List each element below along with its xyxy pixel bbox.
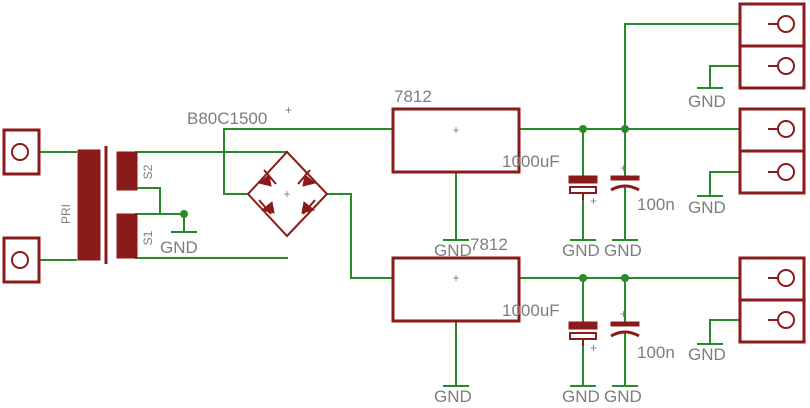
diode-top-right [297, 169, 317, 187]
capacitor-ceramic-upper: + 100n [610, 161, 675, 214]
bridge-label-plus: + [285, 103, 292, 117]
regulator-lower: + 7812 [391, 235, 521, 323]
wire-bridge-right-to-lower-reg [326, 193, 394, 279]
transformer-s2-label: S2 [141, 164, 155, 179]
bridge-plus-mark: + [283, 187, 290, 201]
regulator-upper-plus: + [452, 123, 459, 137]
junction-upper-1 [579, 125, 587, 133]
junction-lower-1 [579, 274, 587, 282]
cap-ceramic-lower-label: 100n [637, 343, 675, 362]
cap-electrolytic-lower-label: 1000uF [502, 301, 560, 320]
gnd-cap-ceramic-upper-label: GND [604, 241, 642, 260]
wire-conn1-gnd [709, 65, 741, 89]
junctions [180, 125, 629, 282]
junction-center-tap [180, 210, 188, 218]
gnd-cap-ceramic-lower-label: GND [604, 387, 642, 406]
regulator-lower-plus: + [452, 271, 459, 285]
bridge-rectifier: + B80C1500 + [187, 103, 329, 238]
wire-conn2-gnd [709, 171, 741, 197]
regulator-upper-label: 7812 [394, 87, 432, 106]
cap-electrolytic-upper-label: 1000uF [502, 152, 560, 171]
transformer-s1-label: S1 [141, 230, 155, 245]
gnd-regulator-lower-label: GND [434, 387, 472, 406]
gnd-cap-electrolytic-lower-label: GND [562, 387, 600, 406]
wire-center-tap-gnd [159, 213, 185, 233]
capacitor-electrolytic-upper: + 1000uF [502, 152, 598, 208]
diode-bottom-left [258, 199, 275, 215]
wires [38, 23, 741, 387]
cap-ceramic-lower-mark: + [620, 307, 627, 321]
diode-top-left [257, 169, 277, 187]
junction-upper-2 [621, 125, 629, 133]
cap-ceramic-upper-mark: + [620, 161, 627, 175]
output-connector-2 [738, 107, 806, 195]
primary-connector-top [2, 128, 41, 176]
transformer: PRI S2 S1 [59, 146, 155, 264]
gnd-connector-1-label: GND [688, 92, 726, 111]
cap-upper-polarity: + [590, 194, 597, 208]
wire-center-tap [135, 187, 161, 215]
output-connector-3 [738, 256, 806, 344]
bridge-rectifier-label: B80C1500 [187, 109, 267, 128]
gnd-connector-2-label: GND [688, 198, 726, 217]
capacitor-ceramic-lower: + 100n [610, 307, 675, 362]
transformer-primary-label: PRI [59, 204, 73, 224]
cap-lower-polarity: + [590, 341, 597, 355]
cap-ceramic-upper-label: 100n [637, 195, 675, 214]
wire-conn3-gnd [709, 319, 741, 345]
diode-bottom-right [301, 199, 316, 215]
wire-bridge-left-to-upper-reg [223, 128, 394, 195]
gnd-regulator-upper-label: GND [434, 241, 472, 260]
regulator-lower-label: 7812 [470, 235, 508, 254]
gnd-cap-electrolytic-upper-label: GND [562, 241, 600, 260]
gnd-transformer-label: GND [160, 238, 198, 257]
junction-lower-2 [621, 274, 629, 282]
gnd-connector-3-label: GND [688, 345, 726, 364]
primary-connector-bottom [2, 236, 41, 284]
output-connector-1 [738, 2, 806, 90]
wire-upper-output-rail [624, 23, 741, 130]
regulator-upper: + 7812 [391, 87, 521, 174]
capacitor-electrolytic-lower: + 1000uF [502, 301, 598, 355]
